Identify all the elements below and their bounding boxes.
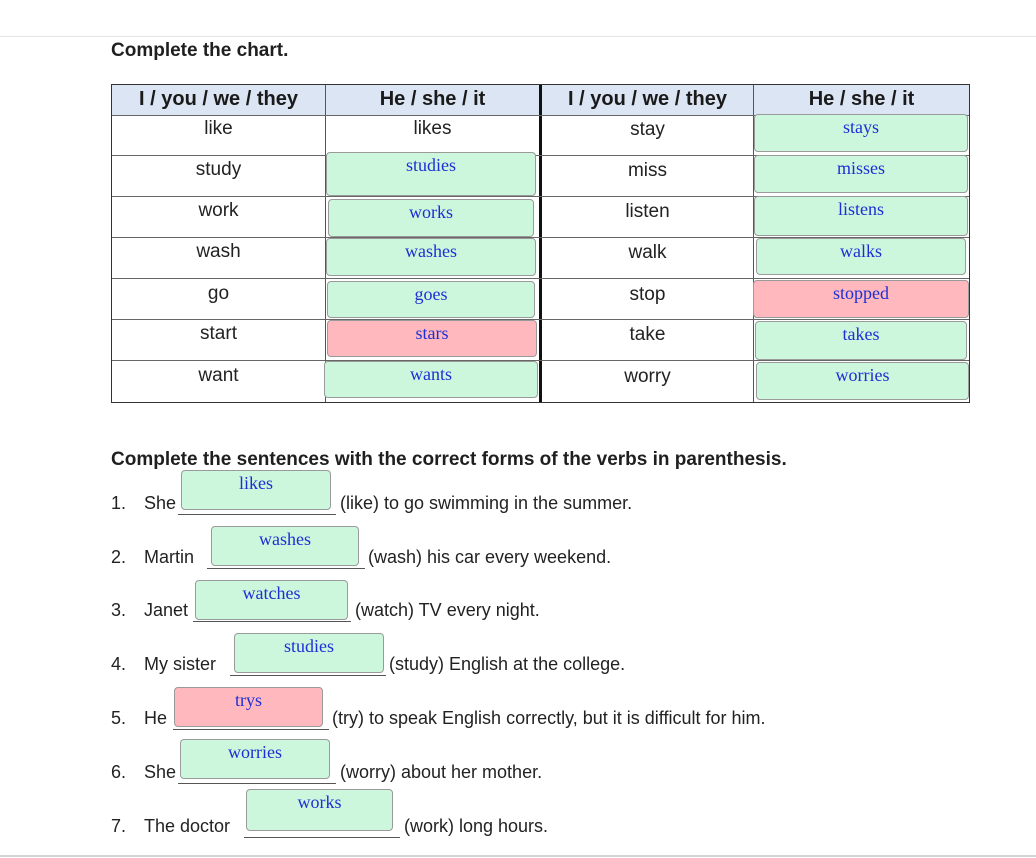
answer-box-wants[interactable]: wants — [324, 361, 538, 398]
base-verb-cell: stop — [629, 284, 666, 305]
blank-line — [178, 783, 336, 784]
header-singular-subject: He / she / it — [808, 88, 915, 110]
sentence-subject: My sister — [144, 654, 216, 674]
sentence-answer-box-works[interactable]: works — [246, 789, 393, 831]
sentence-rest: (study) English at the college. — [389, 654, 626, 674]
sentence-number: 3. — [111, 600, 127, 620]
column-divider — [325, 85, 326, 402]
sentence-rest: (wash) his car every weekend. — [368, 547, 612, 567]
blank-line — [230, 675, 386, 676]
row-divider — [112, 237, 969, 238]
header-plural-subject: I / you / we / they — [139, 88, 298, 110]
base-verb-cell: start — [200, 323, 237, 344]
blank-line — [173, 729, 329, 730]
base-verb-cell: listen — [625, 201, 670, 222]
base-verb-cell: walk — [628, 242, 667, 263]
sentence-number: 5. — [111, 708, 127, 728]
sentence-answer-box-studies[interactable]: studies — [234, 633, 384, 673]
base-verb-cell: take — [629, 324, 666, 345]
bottom-divider — [0, 855, 1036, 857]
row-divider — [112, 278, 969, 279]
answer-box-worries[interactable]: worries — [756, 362, 969, 400]
sentence-number: 2. — [111, 547, 127, 567]
sentence-rest: (like) to go swimming in the summer. — [340, 493, 633, 513]
answer-box-misses[interactable]: misses — [754, 155, 968, 193]
sentence-subject: She — [144, 493, 177, 513]
sentence-subject: Martin — [144, 547, 195, 567]
sentence-answer-box-washes[interactable]: washes — [211, 526, 359, 566]
row-divider — [112, 155, 969, 156]
sentence-number: 6. — [111, 762, 127, 782]
answer-box-goes[interactable]: goes — [327, 281, 535, 318]
column-divider — [753, 85, 754, 402]
blank-line — [207, 568, 365, 569]
header-singular-subject: He / she / it — [379, 88, 486, 110]
sentence-number: 1. — [111, 493, 127, 513]
sentence-answer-box-trys-incorrect[interactable]: trys — [174, 687, 323, 727]
answer-box-stopped-incorrect[interactable]: stopped — [753, 280, 969, 318]
sentences-instruction: Complete the sentences with the correct … — [111, 449, 787, 470]
given-verb-cell: likes — [413, 118, 452, 139]
sentence-answer-box-watches[interactable]: watches — [195, 580, 348, 620]
sentence-rest: (watch) TV every night. — [355, 600, 540, 620]
base-verb-cell: work — [198, 200, 239, 221]
sentence-subject: Janet — [144, 600, 189, 620]
verb-chart-table: I / you / we / they He / she / it I / yo… — [111, 84, 970, 403]
answer-box-listens[interactable]: listens — [754, 196, 968, 236]
base-verb-cell: miss — [627, 160, 668, 181]
sentence-subject: He — [144, 708, 168, 728]
answer-box-washes[interactable]: washes — [326, 238, 536, 276]
row-divider — [112, 196, 969, 197]
answer-box-works[interactable]: works — [328, 199, 534, 237]
column-divider-thick — [539, 85, 542, 402]
sentence-rest: (work) long hours. — [404, 816, 549, 836]
answer-box-studies[interactable]: studies — [326, 152, 536, 196]
blank-line — [193, 621, 351, 622]
base-verb-cell: study — [195, 159, 242, 180]
chart-instruction: Complete the chart. — [111, 40, 289, 61]
blank-line — [178, 514, 336, 515]
row-divider — [112, 360, 969, 361]
answer-box-takes[interactable]: takes — [755, 321, 967, 360]
base-verb-cell: want — [198, 365, 239, 386]
sentence-subject: She — [144, 762, 177, 782]
answer-box-walks[interactable]: walks — [756, 238, 966, 275]
header-plural-subject: I / you / we / they — [568, 88, 727, 110]
base-verb-cell: like — [204, 118, 233, 139]
sentence-number: 7. — [111, 816, 127, 836]
answer-box-stars-incorrect[interactable]: stars — [327, 320, 537, 357]
sentence-subject: The doctor — [144, 816, 231, 836]
answer-box-stays[interactable]: stays — [754, 114, 968, 152]
base-verb-cell: wash — [196, 241, 241, 262]
sentence-rest: (try) to speak English correctly, but it… — [332, 708, 766, 728]
base-verb-cell: go — [207, 283, 230, 304]
base-verb-cell: worry — [624, 366, 671, 387]
row-divider — [112, 115, 969, 116]
sentence-answer-box-worries[interactable]: worries — [180, 739, 330, 779]
top-divider — [0, 36, 1036, 37]
sentence-number: 4. — [111, 654, 127, 674]
blank-line — [244, 837, 400, 838]
row-divider — [112, 319, 969, 320]
base-verb-cell: stay — [630, 119, 665, 140]
sentence-rest: (worry) about her mother. — [340, 762, 543, 782]
sentence-answer-box-likes[interactable]: likes — [181, 470, 331, 510]
